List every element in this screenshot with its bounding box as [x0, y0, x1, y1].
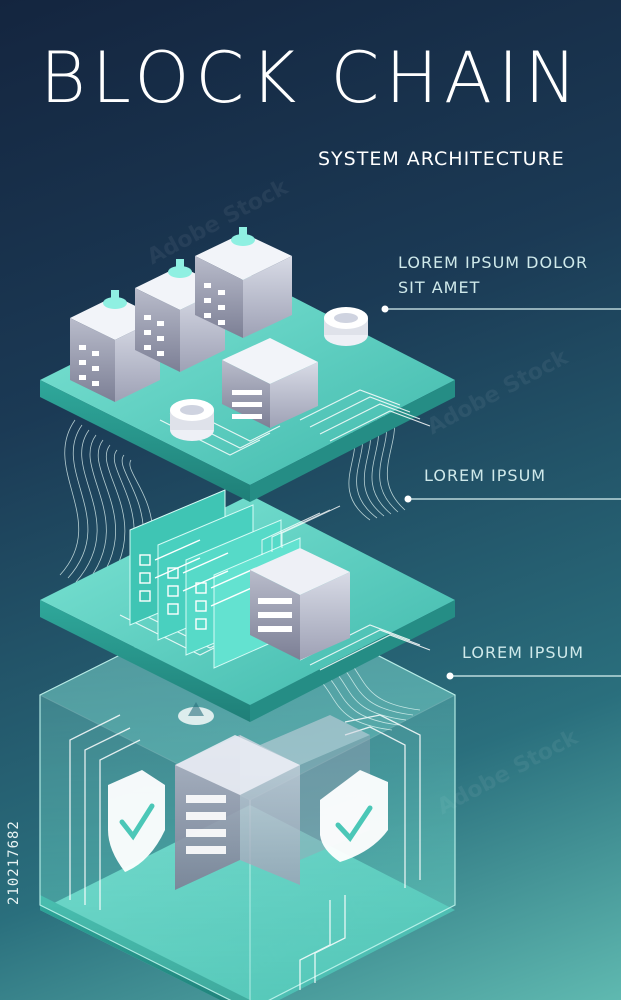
leader-dot-middle [404, 495, 412, 503]
server-building-icon-tower-3 [195, 227, 292, 338]
middle-layer [40, 489, 455, 722]
callout-top-line-1: LOREM IPSUM DOLOR [398, 253, 589, 272]
callout-middle: LOREM IPSUM [424, 463, 546, 488]
callout-top: LOREM IPSUM DOLOR SIT AMET [398, 250, 588, 300]
page-subtitle: SYSTEM ARCHITECTURE [318, 148, 565, 170]
callout-bottom-line-1: LOREM IPSUM [462, 643, 585, 662]
database-disk-icon-right [324, 307, 368, 346]
callout-leaders [381, 305, 621, 680]
shield-check-icon-right [320, 770, 388, 862]
shield-check-icon-left [108, 770, 165, 872]
server-building-icon-center [222, 338, 318, 428]
callout-top-line-2: SIT AMET [398, 278, 481, 297]
server-building-icon-middle [250, 505, 350, 660]
leader-dot-top [381, 305, 389, 313]
top-layer [40, 227, 455, 502]
database-disk-icon-left [170, 399, 214, 441]
page-title: BLOCK CHAIN [40, 37, 583, 119]
lock-icon [178, 702, 214, 725]
callout-middle-line-1: LOREM IPSUM [424, 466, 547, 485]
leader-dot-bottom [446, 672, 454, 680]
callout-bottom: LOREM IPSUM [462, 640, 584, 665]
